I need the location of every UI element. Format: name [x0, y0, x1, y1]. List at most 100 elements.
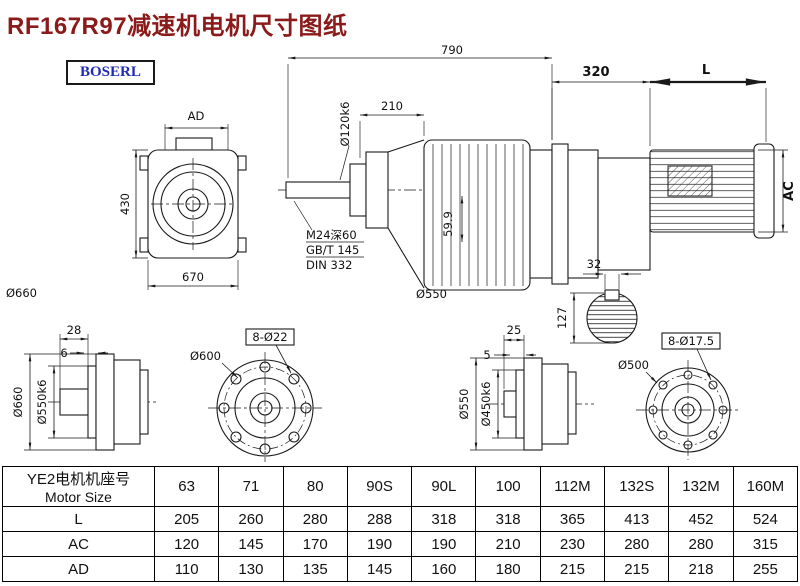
input-flange — [529, 149, 553, 279]
value-cell: 280 — [604, 531, 670, 557]
housing-taper — [387, 139, 425, 289]
dim-shaft-dia-label: Ø120k6 — [338, 102, 352, 147]
value-cell: 170 — [282, 531, 348, 557]
header-en: Motor Size — [45, 489, 112, 505]
bolt-hole — [288, 431, 300, 443]
input-flange-front-view: Ø500 8-Ø17.5 — [618, 332, 740, 460]
dim-550-label: Ø550 — [416, 287, 447, 301]
flange-od — [645, 367, 731, 453]
value-cell: 452 — [668, 506, 734, 532]
dim-670-label: 670 — [182, 270, 204, 284]
mount-ear — [139, 237, 149, 253]
value-cell: 255 — [732, 556, 799, 582]
value-cell: 218 — [668, 556, 734, 582]
value-cell: 160 — [411, 556, 477, 582]
col-header: 90L — [411, 466, 477, 507]
motor-assembly: 320 L AC 32 127 — [551, 63, 797, 344]
flange-body — [541, 363, 569, 445]
value-cell: 230 — [539, 531, 606, 557]
table-header-motor-size: YE2电机机座号 Motor Size — [2, 466, 155, 507]
value-cell: 135 — [282, 556, 348, 582]
dim-660-label: Ø660 — [6, 286, 37, 300]
dim-210-label: 210 — [381, 99, 403, 113]
output-shaft — [285, 181, 351, 199]
dim-32-label: 32 — [587, 257, 602, 271]
cooling-fins — [432, 144, 524, 286]
table-row: L 205 260 280 288 318 318 365 413 452 52… — [2, 506, 799, 532]
flange-od — [216, 359, 314, 457]
std-gbt-label: GB/T 145 — [306, 243, 359, 257]
value-cell: 190 — [346, 531, 413, 557]
value-cell: 120 — [153, 531, 220, 557]
bolt-hole — [300, 402, 312, 414]
value-cell: 318 — [475, 506, 541, 532]
value-cell: 280 — [668, 531, 734, 557]
output-flange-side-view: 28 6 Ø660 Ø550k6 — [11, 323, 156, 451]
table-row: AC 120 145 170 190 190 210 230 280 280 3… — [2, 531, 799, 557]
value-cell: 210 — [475, 531, 541, 557]
flange-body — [113, 359, 141, 445]
value-cell: 145 — [218, 531, 284, 557]
std-din-label: DIN 332 — [306, 258, 352, 272]
value-cell: 315 — [732, 531, 799, 557]
bolt-hole — [230, 431, 242, 443]
dim-599-label: 59.9 — [441, 211, 455, 237]
col-header: 132S — [604, 466, 670, 507]
bolt-hole — [708, 430, 718, 440]
dim-127-label: 127 — [555, 307, 569, 329]
value-cell: 110 — [153, 556, 220, 582]
spigot — [87, 365, 97, 439]
value-cell: 180 — [475, 556, 541, 582]
value-cell: 190 — [411, 531, 477, 557]
technical-drawing: AD 430 670 Ø660 790 — [6, 43, 797, 462]
in-front-dimensions: Ø500 8-Ø17.5 — [618, 332, 721, 384]
top-cap — [175, 137, 213, 151]
col-header: 100 — [475, 466, 541, 507]
centerlines — [151, 158, 235, 250]
bolt-hole — [218, 402, 230, 414]
spigot — [515, 369, 525, 439]
col-header: 63 — [153, 466, 220, 507]
col-header: 132M — [668, 466, 734, 507]
adapter-bell — [567, 149, 599, 279]
col-header: 71 — [218, 466, 284, 507]
dim-600-label: Ø600 — [190, 349, 221, 363]
mount-ear — [139, 155, 149, 171]
bolt-hole — [683, 370, 693, 380]
dim-holes-label: 8-Ø22 — [252, 330, 287, 344]
input-flange-side-view: 25 5 Ø550 Ø450k6 — [457, 323, 594, 451]
out-front-dimensions: Ø600 8-Ø22 — [190, 328, 295, 379]
dim-28-label: 28 — [67, 323, 82, 337]
page-title: RF167R97减速机电机尺寸图纸 — [7, 13, 348, 40]
value-cell: 215 — [604, 556, 670, 582]
value-cell: 280 — [282, 506, 348, 532]
mount-ear — [237, 155, 247, 171]
header-cn: YE2电机机座号 — [26, 471, 131, 488]
row-label: L — [2, 506, 155, 532]
row-label: AD — [2, 556, 155, 582]
table-row: AD 110 130 135 145 160 180 215 215 218 2… — [2, 556, 799, 582]
mount-ear — [237, 237, 247, 253]
value-cell: 260 — [218, 506, 284, 532]
bolt-circle — [652, 374, 724, 446]
dim-5-label: 5 — [483, 348, 490, 362]
value-cell: 524 — [732, 506, 799, 532]
tap-hole-label: M24深60 — [306, 228, 357, 242]
bolt-circle — [223, 366, 307, 450]
dim-500-label: Ø500 — [618, 358, 649, 372]
front-view: AD 430 670 Ø660 — [6, 109, 247, 300]
motor-size-table: YE2电机机座号 Motor Size 63 71 80 90S 90L 100… — [2, 466, 799, 582]
dim-od-label: Ø550 — [457, 388, 471, 419]
value-cell: 318 — [411, 506, 477, 532]
motor-dimensions: 320 L AC — [551, 63, 797, 233]
output-flange-front-view: Ø600 8-Ø22 — [190, 328, 322, 462]
col-header: 160M — [732, 466, 799, 507]
col-header: 80 — [282, 466, 348, 507]
bolt-hole — [259, 443, 271, 455]
dim-AC-label: AC — [782, 181, 797, 201]
table-header-row: YE2电机机座号 Motor Size 63 71 80 90S 90L 100… — [2, 466, 799, 507]
out-side-dimensions: 28 6 Ø660 Ø550k6 — [11, 323, 108, 451]
col-header: 90S — [346, 466, 413, 507]
flange-plate — [95, 353, 115, 451]
